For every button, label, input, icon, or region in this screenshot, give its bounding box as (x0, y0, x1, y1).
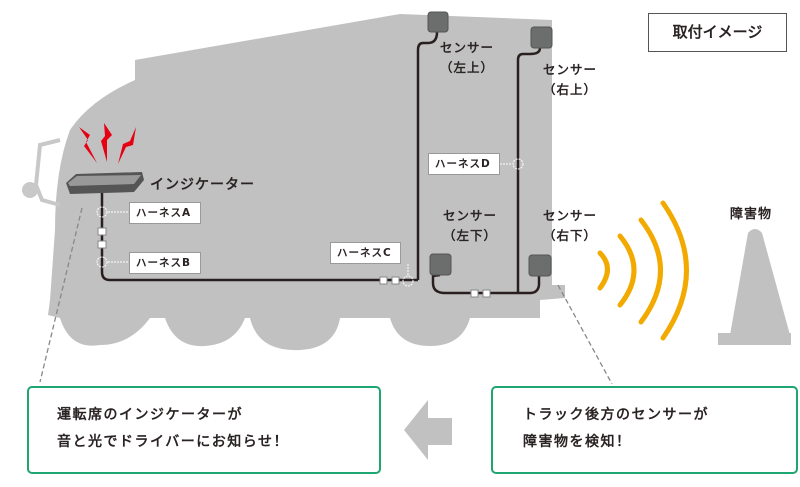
sensor-wave-icon (597, 200, 689, 341)
indicator-device (66, 172, 144, 194)
sensor-top-left (427, 11, 449, 33)
sensor-message-box: トラック後方のセンサーが 障害物を検知！ (491, 386, 798, 474)
harness-d-label: ハーネスD (428, 153, 500, 175)
obstacle-label: 障害物 (730, 207, 773, 222)
sensor-top-right-label: センサー （右上） (542, 62, 597, 97)
sensor-bottom-left-label: センサー （左下） (442, 208, 497, 243)
sensor-top-right (530, 26, 553, 49)
sensor-bottom-left (429, 253, 452, 276)
harness-c-label: ハーネスC (330, 242, 401, 264)
page-title: 取付イメージ (648, 13, 787, 52)
harness-a-label: ハーネスA (129, 202, 201, 224)
arrow-left-icon (404, 400, 452, 460)
harness-b-label: ハーネスB (129, 252, 201, 274)
sensor-top-left-label: センサー （左上） (439, 40, 494, 75)
indicator-message-box: 運転席のインジケーターが 音と光でドライバーにお知らせ！ (27, 386, 381, 474)
mirror (22, 182, 38, 198)
sensor-bottom-right (528, 254, 552, 277)
sensor-bottom-right-label: センサー （右下） (542, 208, 597, 243)
indicator-label: インジケーター (150, 177, 255, 193)
traffic-cone-icon (718, 229, 791, 345)
alert-icon (79, 123, 136, 164)
